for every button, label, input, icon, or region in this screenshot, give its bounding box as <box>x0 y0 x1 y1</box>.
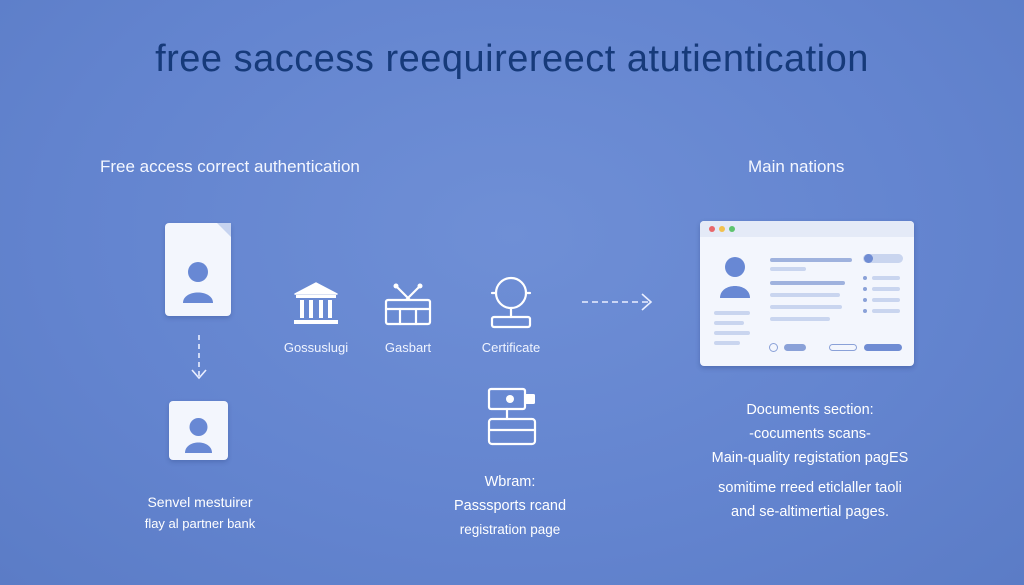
right-arrow-icon <box>582 293 653 311</box>
icon-label-gossuslugi: Gossuslugi <box>283 340 349 355</box>
webcam-caption-line3: registration page <box>459 522 561 537</box>
close-dot-icon <box>709 226 715 232</box>
right-section-heading: Main nations <box>748 157 845 176</box>
toggle-knob <box>864 254 873 263</box>
text-line <box>770 305 842 309</box>
person-icon <box>185 418 212 453</box>
webcam-icon <box>487 387 537 446</box>
text-line <box>714 331 750 335</box>
text-line <box>770 293 840 297</box>
page-title: free saccess reequirereect atutienticati… <box>155 38 869 80</box>
briefcase-tools-icon <box>384 283 432 326</box>
small-button[interactable] <box>784 344 806 351</box>
webcam-caption-line2: Passsports rcand <box>453 498 567 514</box>
profile-card <box>169 401 228 460</box>
icon-label-gasbart: Gasbart <box>384 340 432 355</box>
text-line <box>872 309 900 313</box>
bank-building-icon <box>294 282 338 324</box>
documents-line2: -cocuments scans- <box>749 426 871 442</box>
documents-line3: Main-quality registation pagES <box>711 450 909 466</box>
left-section-heading: Free access correct authentication <box>100 157 360 176</box>
minimize-dot-icon <box>719 226 725 232</box>
certificate-stand-icon <box>490 276 532 329</box>
text-line <box>872 298 900 302</box>
icon-label-certificate: Certificate <box>481 340 541 355</box>
outline-button[interactable] <box>829 344 857 351</box>
radio-button[interactable] <box>769 343 778 352</box>
server-caption-line1: Senvel mestuirer <box>147 494 253 510</box>
documents-line4: somitime rreed eticlaller taoli <box>718 480 902 496</box>
text-line <box>770 267 806 271</box>
text-line <box>714 311 750 315</box>
text-line <box>714 321 744 325</box>
text-line <box>770 281 845 285</box>
toggle-switch[interactable] <box>863 254 903 263</box>
text-line <box>714 341 740 345</box>
maximize-dot-icon <box>729 226 735 232</box>
avatar <box>720 257 750 298</box>
webcam-caption-line1: Wbram: <box>484 474 536 490</box>
documents-line1: Documents section: <box>746 402 874 418</box>
primary-button[interactable] <box>864 344 902 351</box>
server-caption-line2: flay al partner bank <box>144 516 256 531</box>
text-line <box>872 276 900 280</box>
person-icon <box>183 223 231 303</box>
text-line <box>872 287 900 291</box>
webcam-caption: Wbram: Passsports rcand registration pag… <box>420 470 600 542</box>
bullet-icon <box>863 276 867 280</box>
bullet-icon <box>863 298 867 302</box>
browser-titlebar <box>700 221 914 237</box>
bullet-icon <box>863 309 867 313</box>
text-line <box>770 258 852 262</box>
documents-line5: and se-altimertial pages. <box>731 504 889 520</box>
text-line <box>770 317 830 321</box>
down-arrow-icon <box>191 335 207 380</box>
browser-window <box>700 221 914 366</box>
id-document-card <box>165 223 231 316</box>
documents-caption: Documents section: -cocuments scans- Mai… <box>670 398 950 524</box>
server-caption: Senvel mestuirer flay al partner bank <box>110 492 290 534</box>
bullet-icon <box>863 287 867 291</box>
